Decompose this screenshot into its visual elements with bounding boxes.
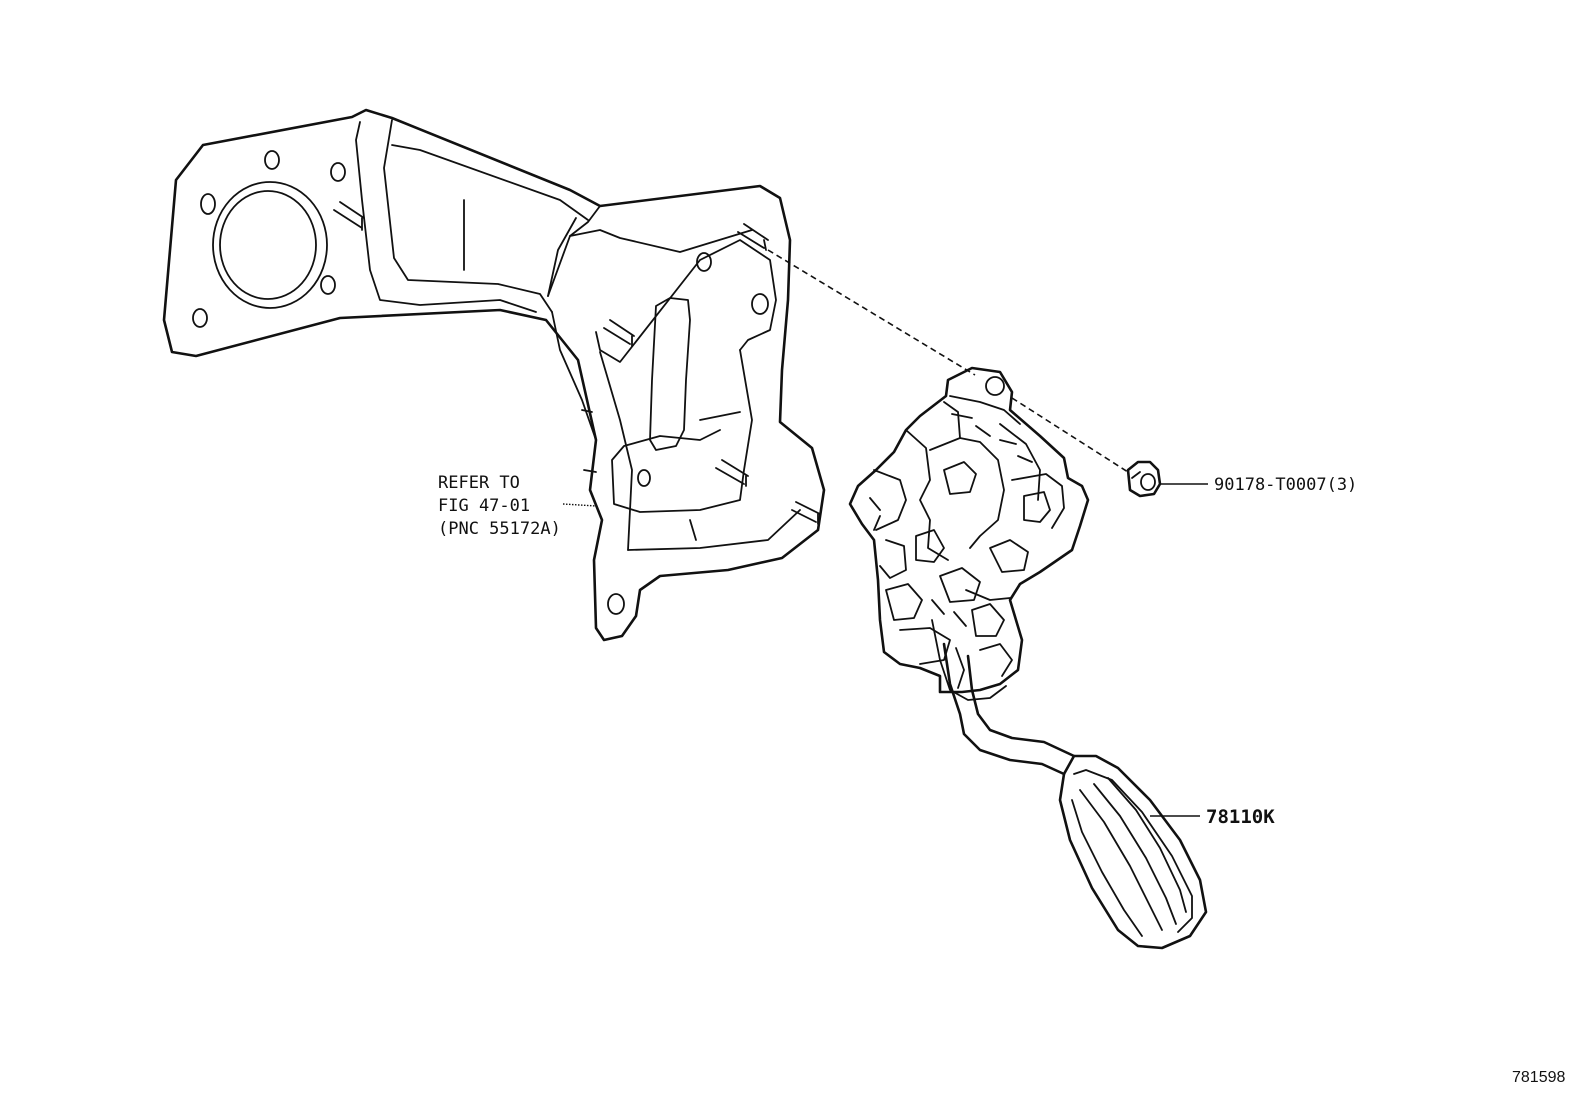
refer-label-line2: FIG 47-01 (438, 496, 530, 516)
labels: REFER TO FIG 47-01 (PNC 55172A) 90178-T0… (438, 473, 1565, 1086)
refer-label-line3: (PNC 55172A) (438, 519, 561, 539)
refer-label-line1: REFER TO (438, 473, 520, 493)
accelerator-pedal-assembly (848, 366, 1208, 950)
refer-leader (562, 503, 597, 507)
leader-lines (562, 483, 1208, 817)
flange-nut (1126, 460, 1162, 498)
pedal-part-number: 78110K (1206, 806, 1275, 828)
figure-number: 781598 (1512, 1069, 1565, 1086)
alignment-lines (767, 249, 1129, 473)
nut-part-number: 90178-T0007(3) (1214, 475, 1357, 495)
pedal-bracket (162, 108, 826, 642)
